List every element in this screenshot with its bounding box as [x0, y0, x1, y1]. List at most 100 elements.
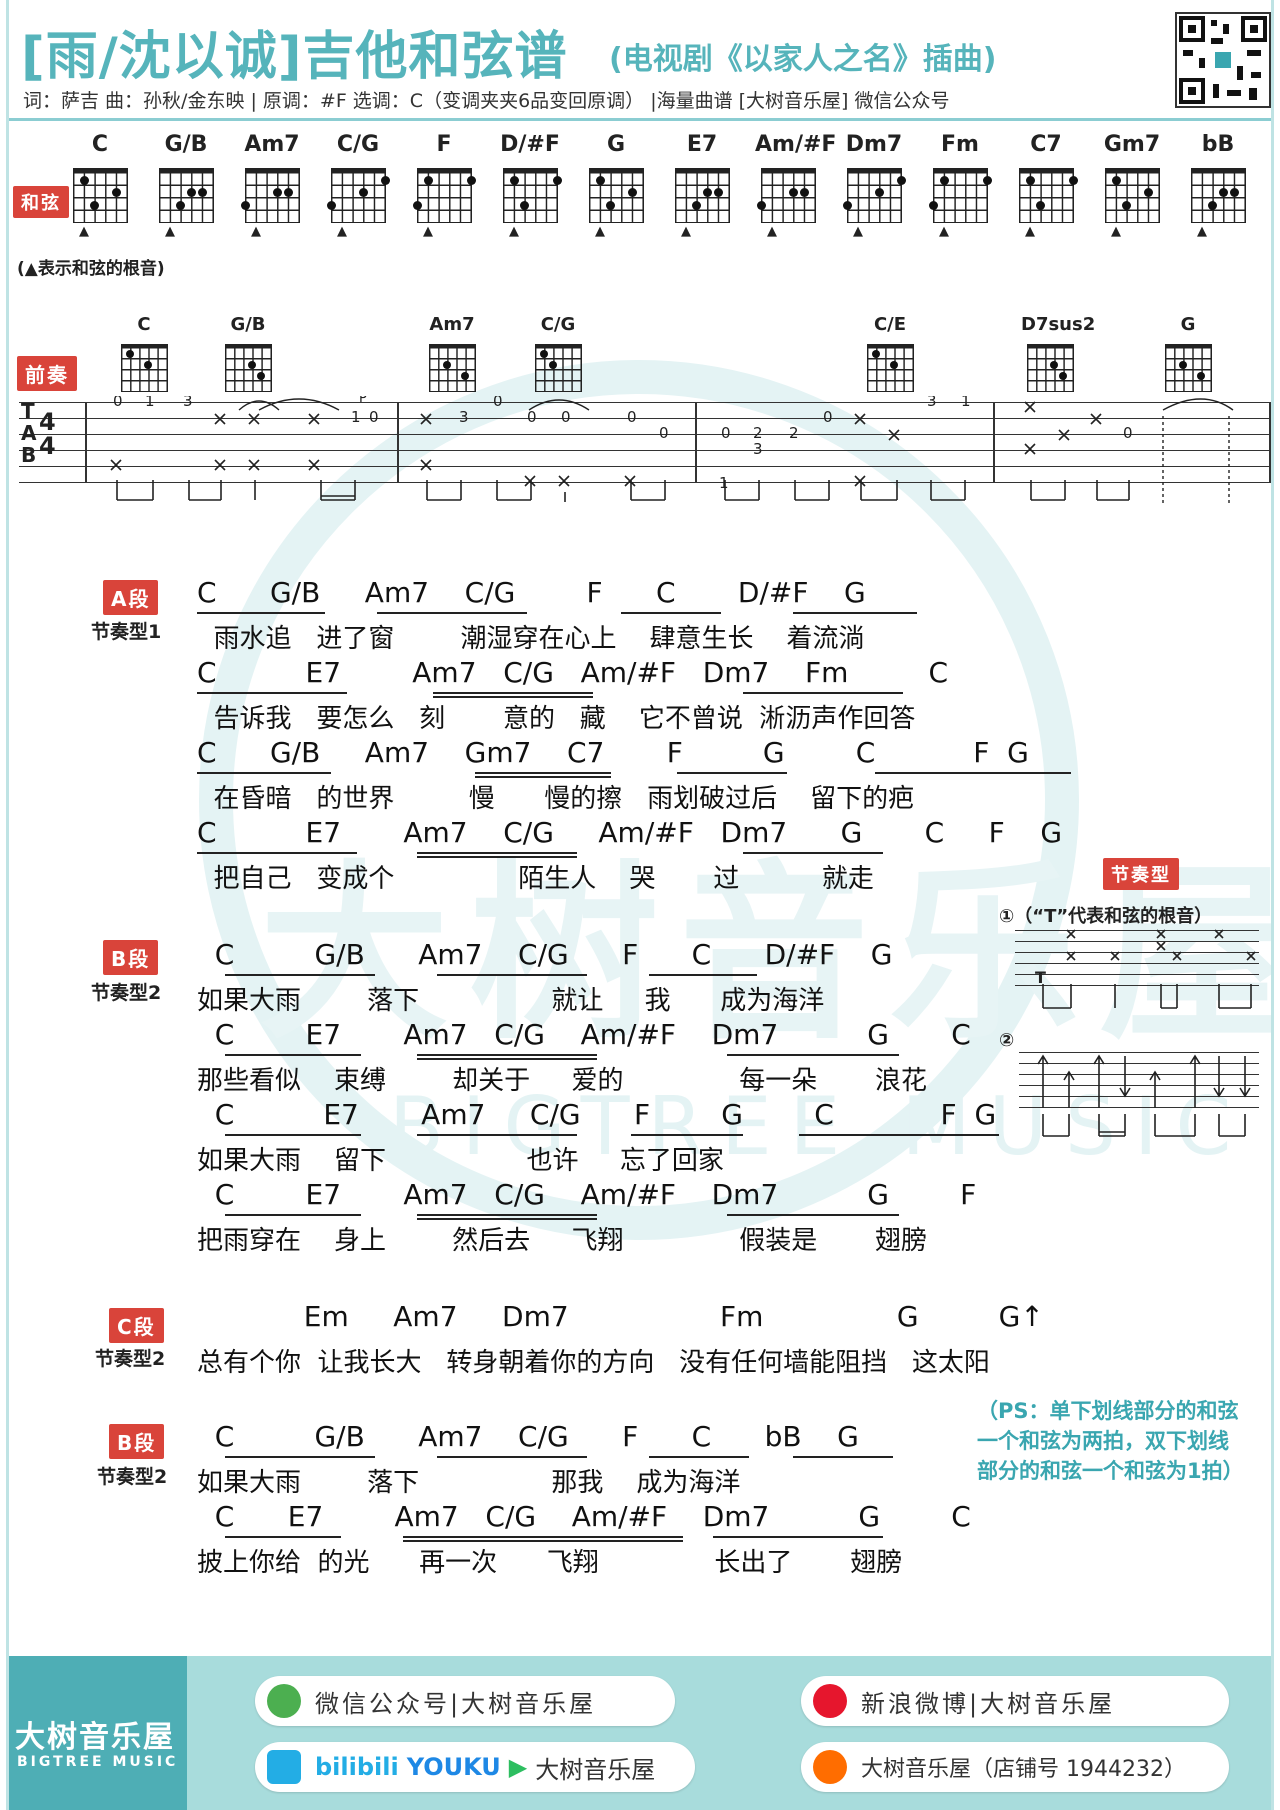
- time-signature: 4 4: [39, 408, 56, 460]
- fretboard-grid: [73, 168, 128, 223]
- finger-dot-icon: [520, 200, 530, 210]
- chord-underline: [727, 1054, 899, 1056]
- fretboard-grid: [929, 168, 992, 223]
- chord-name: C/G: [336, 132, 380, 157]
- fretboard-grid: [429, 344, 476, 392]
- chord-line: C E7 Am7 C/G Am/#F Dm7 G C: [197, 1018, 971, 1051]
- underline-note: （PS：单下划线部分的和弦 一个和弦为两拍，双下划线 部分的和弦一个和弦为1拍）: [977, 1396, 1244, 1486]
- qr-code-icon: [1175, 12, 1271, 108]
- chord-name: C/E: [873, 314, 907, 335]
- lyric-line: 总有个你 让我长大 转身朝着你的方向 没有任何墙能阻挡 这太阳: [197, 1348, 990, 1378]
- chord-name: Fm: [941, 132, 979, 157]
- finger-dot-icon: [799, 188, 809, 197]
- chord-name: G/B: [230, 314, 266, 335]
- finger-dot-icon: [1050, 361, 1059, 369]
- lyric-line: 把雨穿在 身上 然后去 飞翔 假装是 翅膀: [197, 1226, 928, 1256]
- svg-text:0: 0: [369, 408, 379, 426]
- finger-dot-icon: [111, 188, 121, 197]
- shop-link[interactable]: 大树音乐屋（店铺号 1944232）: [801, 1742, 1229, 1792]
- finger-dot-icon: [327, 200, 336, 210]
- finger-dot-icon: [1179, 361, 1188, 369]
- chord-underline: [417, 1054, 597, 1056]
- chord-underline: [225, 974, 375, 976]
- finger-dot-icon: [627, 188, 637, 197]
- finger-dot-icon: [248, 361, 257, 369]
- chord-line: C G/B Am7 C/G F C D/#F G: [197, 576, 866, 609]
- chord-name: Dm7: [845, 132, 903, 157]
- play-icon: ▶: [508, 1753, 528, 1781]
- finger-dot-icon: [595, 175, 605, 185]
- tab-barline: [1269, 402, 1271, 482]
- chord-underline: [225, 1054, 361, 1056]
- fretboard-grid: [121, 344, 168, 392]
- svg-text:0: 0: [823, 408, 833, 426]
- finger-dot-icon: [197, 188, 207, 197]
- guitar-tab-staff: [19, 402, 1271, 483]
- weibo-icon: [813, 1684, 847, 1718]
- rhythm-pattern-2-marks: [1037, 1054, 1251, 1137]
- wechat-link[interactable]: 微信公众号|大树音乐屋: [255, 1676, 675, 1726]
- svg-text:P: P: [359, 396, 367, 406]
- chord-underline: [417, 1134, 577, 1136]
- root-marker-icon: ▲: [79, 224, 89, 239]
- svg-text:0: 0: [493, 396, 503, 410]
- svg-text:0: 0: [527, 408, 537, 426]
- chord-underline: [433, 692, 593, 694]
- fretboard-grid: [413, 168, 476, 223]
- chord-underline: [403, 1536, 683, 1538]
- section-c-rhythm: 节奏型2: [95, 1348, 166, 1370]
- fretboard-grid: [1027, 344, 1074, 392]
- chord-underline: [417, 1218, 597, 1220]
- section-b2-rhythm: 节奏型2: [97, 1466, 168, 1488]
- chord-underline: [631, 1134, 743, 1136]
- chord-underline: [793, 1456, 893, 1458]
- finger-dot-icon: [461, 372, 470, 380]
- weibo-link[interactable]: 新浪微博|大树音乐屋: [801, 1676, 1229, 1726]
- section-b2-tag: B段: [109, 1424, 165, 1459]
- chord-name: C: [137, 314, 151, 335]
- chord-name: C7: [1030, 132, 1062, 157]
- finger-dot-icon: [1025, 175, 1035, 185]
- finger-dot-icon: [1197, 372, 1206, 380]
- fretboard-grid: [757, 168, 816, 223]
- tab-barline: [993, 402, 995, 482]
- root-marker-icon: ▲: [1025, 224, 1035, 239]
- root-marker-icon: ▲: [509, 224, 519, 239]
- finger-dot-icon: [939, 175, 949, 185]
- fretboard-grid: [675, 168, 730, 223]
- chord-name: D7sus2: [1021, 314, 1096, 335]
- chord-underline: [417, 1058, 597, 1060]
- footer-logo-en: BIGTREE MUSIC: [17, 1754, 179, 1770]
- finger-dot-icon: [552, 175, 562, 185]
- wechat-label: 微信公众号|大树音乐屋: [315, 1689, 597, 1718]
- finger-dot-icon: [875, 188, 885, 197]
- finger-dot-icon: [466, 175, 476, 185]
- chord-name: Am7: [244, 132, 300, 157]
- note-line: （PS：单下划线部分的和弦: [977, 1399, 1239, 1423]
- rhythm-pattern-legend-1: ①（“T”代表和弦的根音）: [999, 906, 1213, 927]
- chord-underline: [649, 974, 757, 976]
- finger-dot-icon: [241, 200, 250, 210]
- root-marker-icon: ▲: [767, 224, 777, 239]
- finger-dot-icon: [144, 361, 153, 369]
- root-marker-icon: ▲: [939, 224, 949, 239]
- finger-dot-icon: [1068, 175, 1078, 185]
- video-links[interactable]: bilibili YOUKU ▶ 大树音乐屋: [255, 1742, 695, 1792]
- finger-dot-icon: [606, 200, 616, 210]
- rhythm-pattern-tag: 节奏型: [1103, 858, 1179, 890]
- fretboard-grid: [1191, 168, 1246, 223]
- svg-text:1: 1: [719, 474, 729, 492]
- lyric-line: 把自己 变成个 陌生人 哭 过 就走: [197, 864, 874, 894]
- finger-dot-icon: [1143, 188, 1153, 197]
- chord-underline: [225, 1214, 361, 1216]
- chord-underline: [417, 1214, 597, 1216]
- finger-dot-icon: [1122, 200, 1132, 210]
- chord-chart-row: C▲G/B▲Am7▲C/G▲F▲D/#F▲G▲E7▲Am/#F▲Dm7▲Fm▲C…: [67, 132, 1267, 252]
- chord-underline: [377, 612, 527, 614]
- root-marker-icon: ▲: [681, 224, 691, 239]
- finger-dot-icon: [890, 361, 899, 369]
- root-marker-icon: ▲: [423, 224, 433, 239]
- lyric-line: 那些看似 束缚 却关于 爱的 每一朵 浪花: [197, 1066, 928, 1096]
